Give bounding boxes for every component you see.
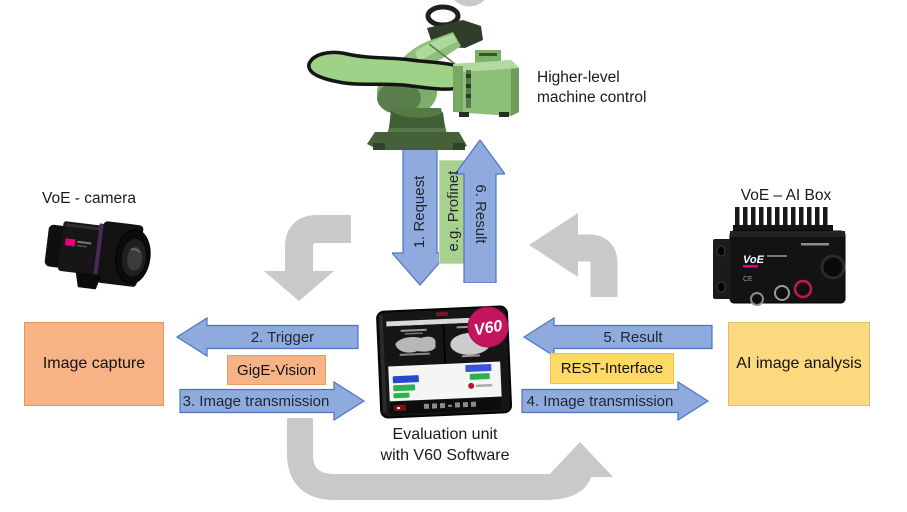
- evaluation-unit-label: Evaluation unit with V60 Software: [380, 426, 510, 465]
- gige-vision-chip: GigE-Vision: [227, 355, 326, 385]
- rest-interface-label: REST-Interface: [560, 360, 664, 377]
- machine-control-label: Higher-level machine control: [537, 69, 647, 107]
- rest-interface-chip: REST-Interface: [550, 353, 674, 384]
- image-capture-label: Image capture: [42, 355, 146, 372]
- arrow-trigger: [175, 316, 359, 358]
- arrow-request-down: [392, 145, 448, 286]
- v60-badge: V60: [467, 306, 509, 348]
- ai-box-fins: [735, 207, 828, 233]
- result-from-ai-label: 5. Result: [603, 328, 663, 346]
- trigger-label: 2. Trigger: [250, 328, 315, 346]
- v60-badge-text: V60: [473, 318, 504, 340]
- camera-icon: [44, 221, 151, 290]
- arrow-result-up: [455, 140, 505, 283]
- ai-box-logo-text: VoE: [743, 254, 765, 266]
- gray-arrow-control-to-camera: [264, 215, 351, 301]
- request-arrow-label: 1. Request: [411, 175, 428, 249]
- camera-logo: [64, 238, 76, 247]
- robot-cabinet: [428, 43, 519, 117]
- gige-vision-label: GigE-Vision: [237, 361, 316, 379]
- ai-image-analysis-box: AI image analysis: [728, 322, 870, 406]
- robot-icon: [307, 4, 519, 150]
- result-up-label: 6. Result: [472, 184, 489, 244]
- monitor-buttons: [423, 401, 477, 409]
- profinet-label: e.g. Profinet: [445, 170, 462, 252]
- ai-box-icon: VoE CE: [713, 207, 846, 306]
- image-transmission-right-label: 4. Image transmission: [526, 392, 674, 410]
- svg-text:CE: CE: [743, 276, 753, 283]
- arrow-image-transmission-right: [521, 380, 710, 422]
- arrow-image-transmission-left: [179, 380, 366, 422]
- gray-arrow-ai-to-control: [529, 213, 618, 297]
- image-capture-box: Image capture: [24, 322, 164, 406]
- camera-label: VoE - camera: [42, 190, 136, 207]
- evaluation-unit-icon: V60: [376, 305, 513, 419]
- ai-image-analysis-label: AI image analysis: [736, 355, 862, 372]
- gray-arrow-bottom-loop: [287, 418, 613, 500]
- gray-arc-fragment: [454, 0, 485, 7]
- ai-box-label: VoE – AI Box: [740, 187, 832, 204]
- image-transmission-left-label: 3. Image transmission: [182, 392, 330, 410]
